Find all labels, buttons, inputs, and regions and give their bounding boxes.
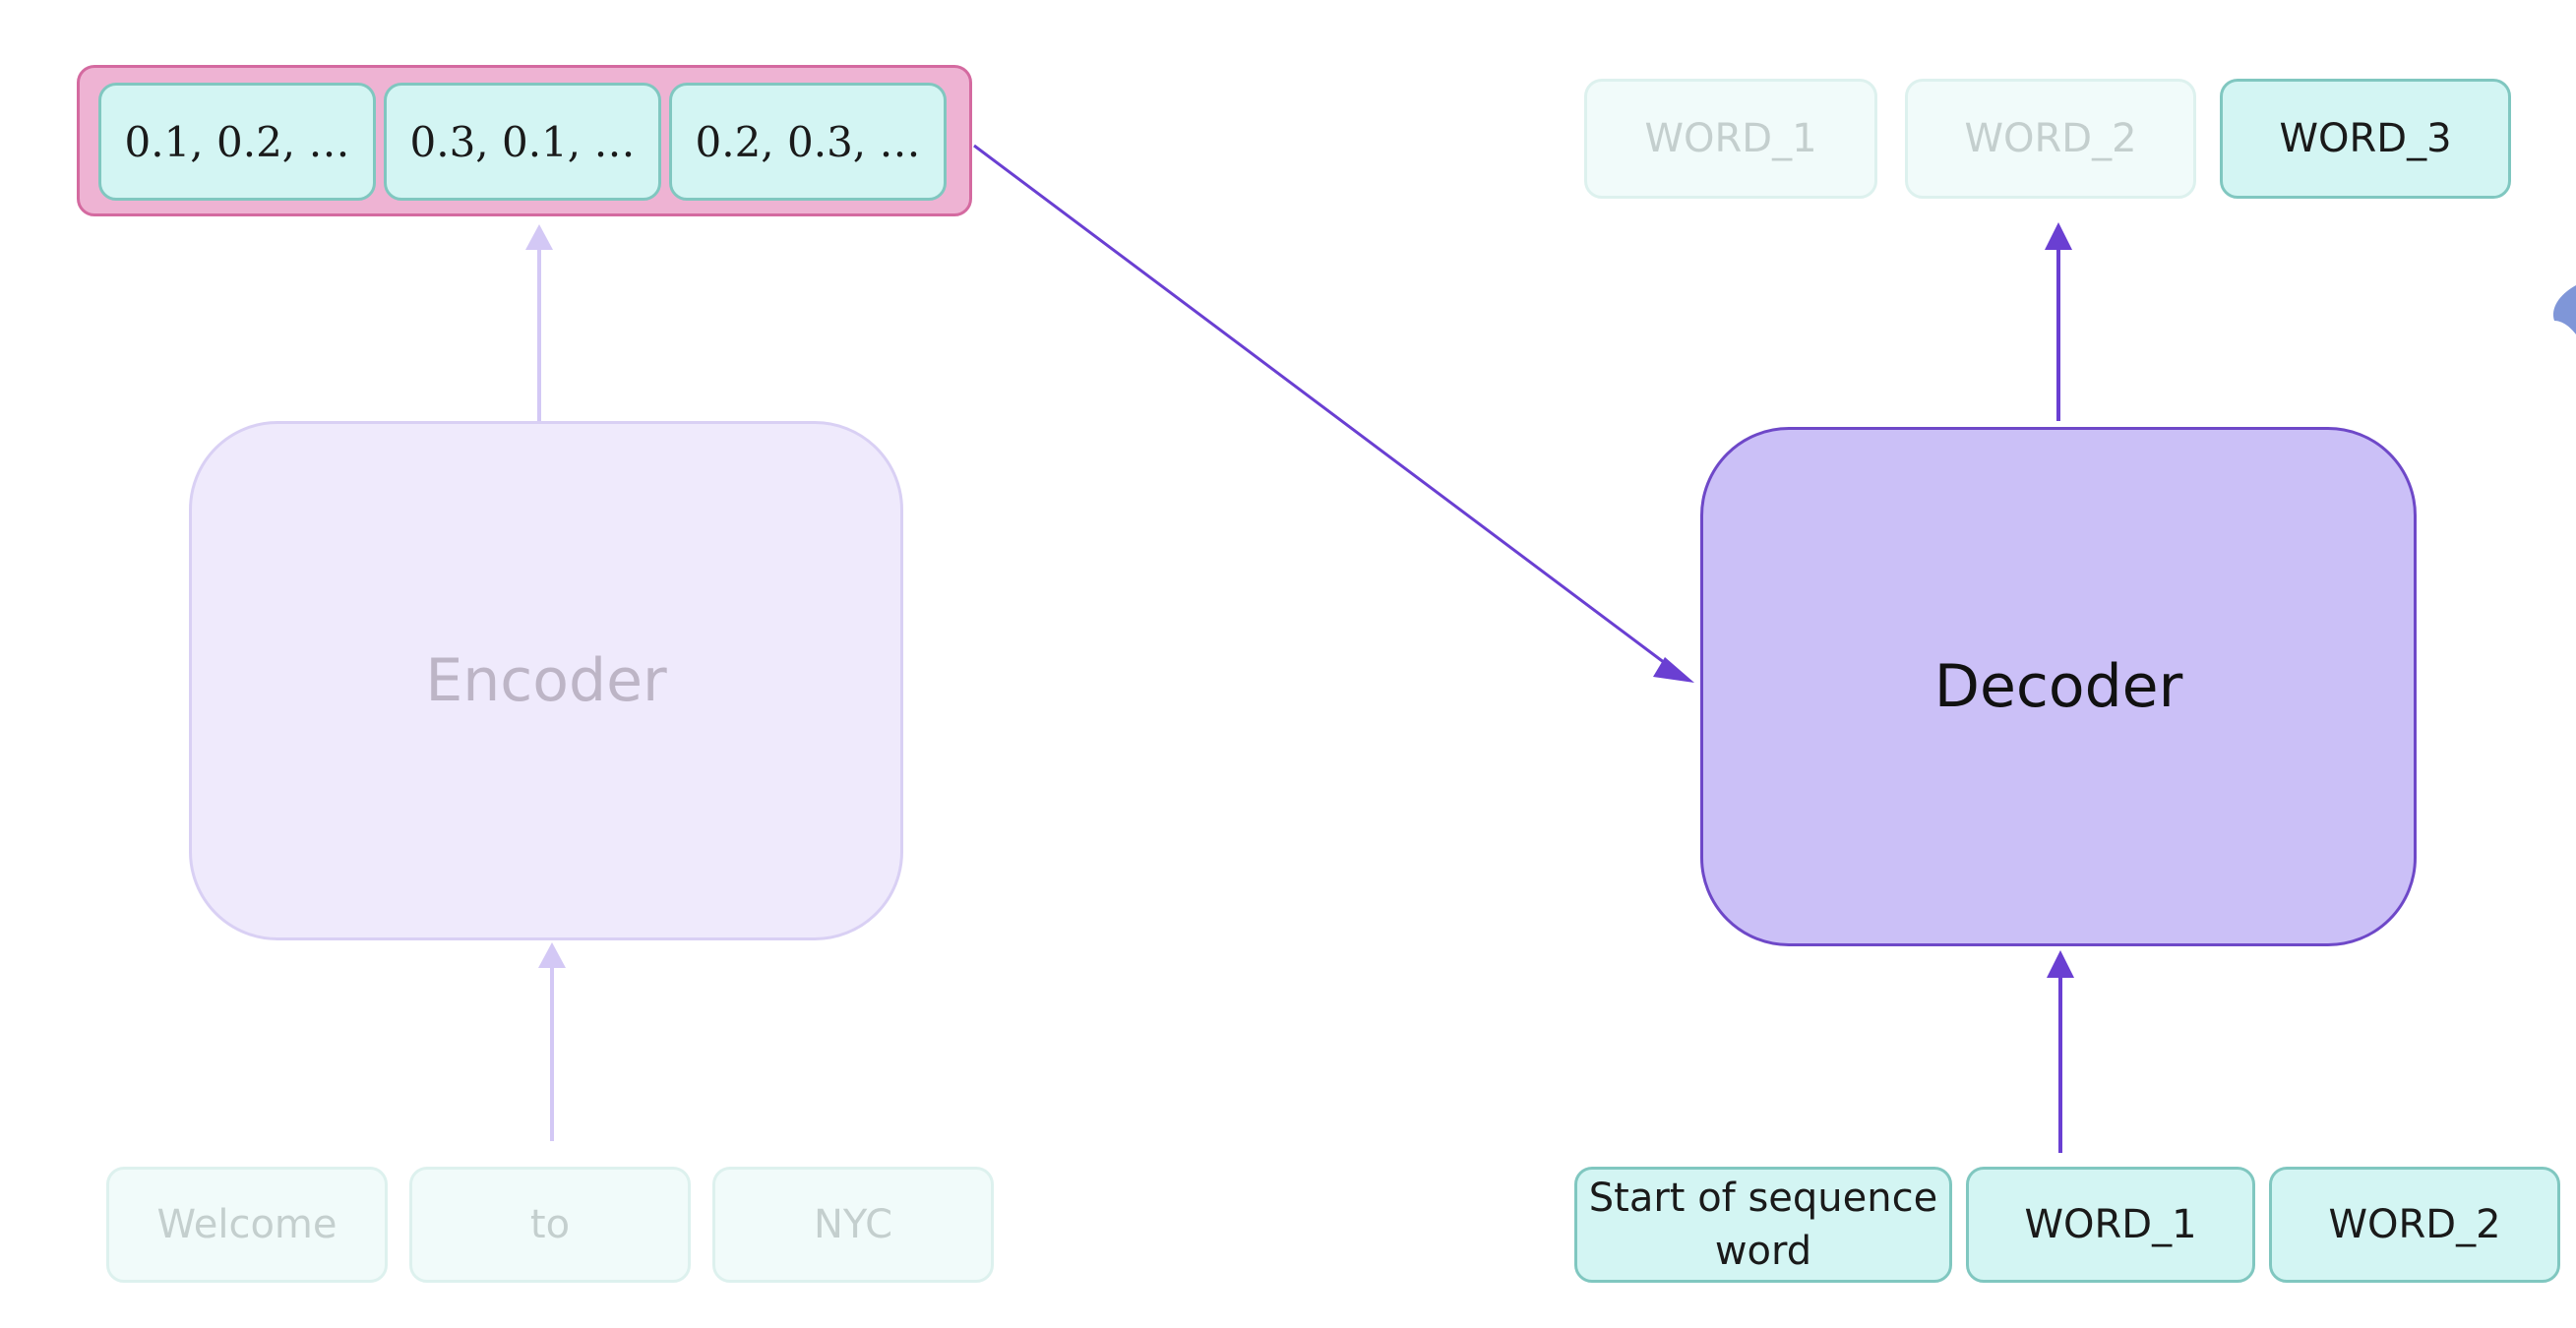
embedding-vector-2: 0.3, 0.1, … xyxy=(384,83,661,201)
decoder-input-word-2: WORD_2 xyxy=(2269,1167,2560,1283)
decoder-to-outputs-arrowhead xyxy=(2045,222,2072,250)
decoder-output-word-3: WORD_3 xyxy=(2220,79,2511,199)
decoder-block: Decoder xyxy=(1700,427,2417,946)
embeddings-to-decoder-arrowhead xyxy=(1653,657,1694,683)
encoder-input-word-2: to xyxy=(409,1167,691,1283)
embeddings-to-decoder-arrow xyxy=(973,144,1674,671)
decoder-output-word-2: WORD_2 xyxy=(1905,79,2196,199)
inputs-to-decoder-arrowhead xyxy=(2047,950,2074,978)
encoder-block: Encoder xyxy=(189,421,903,940)
embedding-vector-3: 0.2, 0.3, … xyxy=(669,83,947,201)
encoder-to-embeddings-arrowhead xyxy=(525,224,553,250)
decoder-input-word-1: WORD_1 xyxy=(1966,1167,2255,1283)
encoder-input-word-1: Welcome xyxy=(106,1167,388,1283)
inputs-to-encoder-arrowhead xyxy=(538,942,566,968)
decoder-input-start-token: Start of sequence word xyxy=(1574,1167,1952,1283)
encoder-input-word-3: NYC xyxy=(712,1167,994,1283)
embedding-vector-1: 0.1, 0.2, … xyxy=(98,83,376,201)
partial-pointer-shape xyxy=(2552,285,2576,334)
decoder-output-word-1: WORD_1 xyxy=(1584,79,1877,199)
